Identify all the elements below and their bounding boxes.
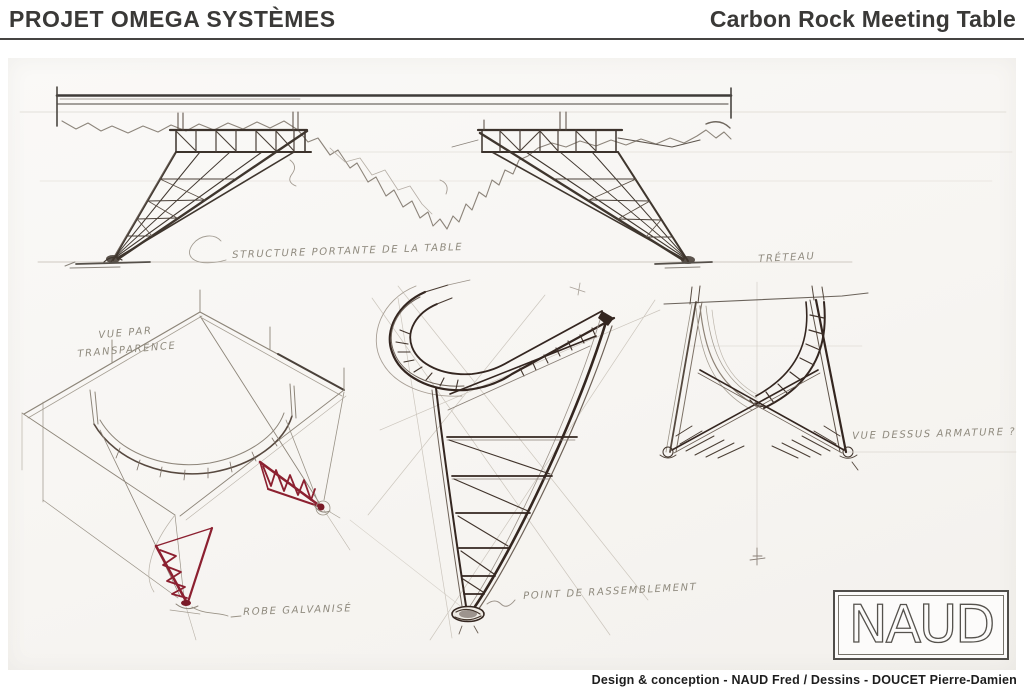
sketch-paper [8,58,1016,670]
leg-perspective-sketch [349,279,661,641]
leg-front-view-sketch [659,281,1017,566]
naud-logo-text: NAUD [849,597,994,653]
header-rule [0,38,1024,40]
project-title: PROJET OMEGA SYSTÈMES [9,6,336,32]
table-elevation-sketch [19,86,1013,269]
product-title: Carbon Rock Meeting Table [709,6,1016,32]
credits-line: Design & conception - NAUD Fred / Dessin… [591,673,1017,687]
naud-logo: NAUD [833,590,1009,660]
transparency-view-sketch [21,289,351,641]
naud-logo-inner-frame: NAUD [838,595,1004,655]
header: PROJET OMEGA SYSTÈMES Carbon Rock Meetin… [0,0,1024,40]
naud-logo-lettering: NAUD [848,597,996,653]
